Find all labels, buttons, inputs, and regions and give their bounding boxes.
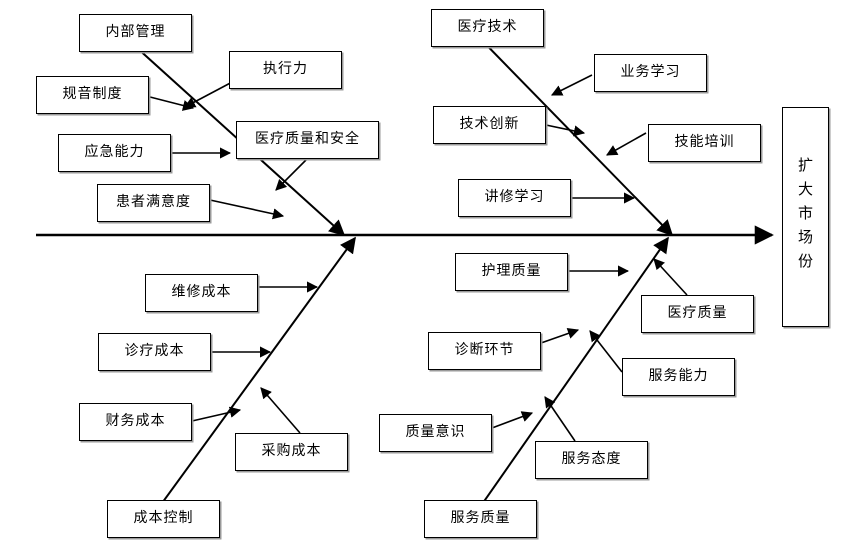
arrow-service-capability	[589, 330, 623, 373]
node-medical-quality[interactable]: 医疗质量	[641, 295, 754, 333]
arrow-diagnosis-process	[540, 328, 580, 344]
arrow-quality-awareness	[491, 411, 534, 429]
node-maintenance-cost[interactable]: 维修成本	[145, 274, 258, 312]
node-tech-innovation[interactable]: 技术创新	[433, 106, 546, 144]
node-label: 服务能力	[648, 368, 709, 385]
node-label: 成本控制	[133, 510, 194, 527]
node-nursing-quality[interactable]: 护理质量	[455, 253, 568, 291]
node-label: 服务质量	[450, 510, 511, 527]
node-cost-control[interactable]: 成本控制	[107, 500, 220, 538]
node-emergency-capability[interactable]: 应急能力	[58, 134, 171, 172]
arrow-skill-training	[606, 132, 647, 156]
node-internal-management[interactable]: 内部管理	[79, 14, 192, 52]
node-label: 医疗质量和安全	[255, 131, 360, 148]
arrow-patient-satisfaction	[209, 199, 285, 220]
bone-upper-left	[114, 27, 346, 237]
node-finance-cost[interactable]: 财务成本	[79, 403, 192, 441]
node-label: 应急能力	[84, 144, 145, 161]
node-label: 患者满意度	[116, 194, 191, 211]
node-label: 医疗技术	[457, 19, 518, 36]
node-treatment-cost[interactable]: 诊疗成本	[98, 333, 211, 371]
node-label: 诊断环节	[454, 342, 515, 359]
arrow-service-attitude	[544, 396, 576, 442]
node-label: 规音制度	[62, 86, 123, 103]
node-diagnosis-process[interactable]: 诊断环节	[428, 332, 541, 370]
arrow-business-study	[550, 74, 593, 96]
node-label: 内部管理	[105, 24, 166, 41]
node-label: 执行力	[263, 61, 308, 78]
node-rules-system[interactable]: 规音制度	[36, 76, 149, 114]
node-advanced-study[interactable]: 讲修学习	[458, 179, 571, 217]
node-label: 技术创新	[459, 116, 520, 133]
effect-label: 扩大市场份	[796, 157, 814, 277]
node-label: 财务成本	[105, 413, 166, 430]
node-purchase-cost[interactable]: 采购成本	[235, 433, 348, 471]
node-skill-training[interactable]: 技能培训	[648, 124, 761, 162]
node-label: 技能培训	[674, 134, 735, 151]
node-service-attitude[interactable]: 服务态度	[535, 441, 648, 479]
node-label: 维修成本	[171, 284, 232, 301]
node-service-capability[interactable]: 服务能力	[622, 358, 735, 396]
node-label: 医疗质量	[667, 305, 728, 322]
node-medical-technology[interactable]: 医疗技术	[431, 9, 544, 47]
node-label: 讲修学习	[484, 189, 545, 206]
node-label: 采购成本	[261, 443, 322, 460]
arrow-medical-quality-safety-down	[275, 159, 307, 191]
arrow-finance-cost	[191, 406, 242, 422]
node-service-quality[interactable]: 服务质量	[424, 500, 537, 538]
arrow-purchase-cost	[260, 387, 301, 434]
bone-lower-right	[477, 236, 669, 511]
effect-box[interactable]: 扩大市场份	[782, 107, 829, 327]
node-patient-satisfaction[interactable]: 患者满意度	[97, 184, 210, 222]
node-label: 业务学习	[620, 64, 681, 81]
node-label: 质量意识	[405, 424, 466, 441]
bone-lower-left	[156, 236, 356, 511]
arrow-tech-innovation	[545, 124, 586, 137]
arrow-rules-system	[149, 96, 195, 111]
node-business-study[interactable]: 业务学习	[594, 54, 707, 92]
node-label: 诊疗成本	[124, 343, 185, 360]
arrow-medical-quality	[653, 258, 688, 296]
node-quality-awareness[interactable]: 质量意识	[379, 414, 492, 452]
node-medical-quality-safety[interactable]: 医疗质量和安全	[236, 121, 379, 159]
node-label: 服务态度	[561, 451, 622, 468]
node-execution-power[interactable]: 执行力	[229, 51, 342, 89]
node-label: 护理质量	[481, 263, 542, 280]
